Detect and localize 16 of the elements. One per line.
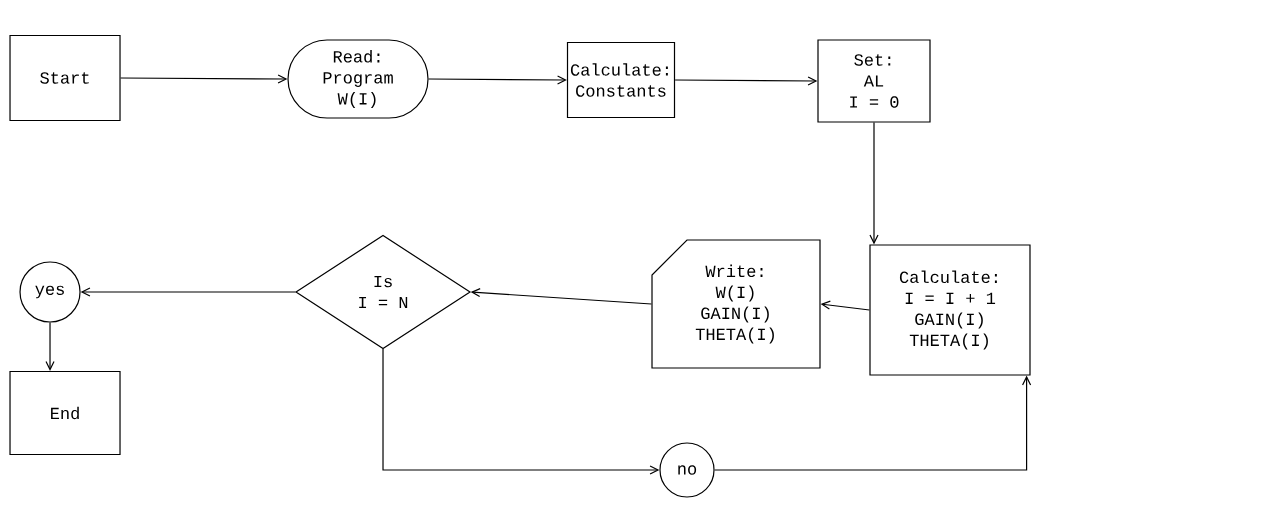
process-box: Calculate: Constants xyxy=(566,41,676,119)
arrow xyxy=(45,322,55,371)
input-box: Read: Program W(I) xyxy=(287,39,429,119)
process-box: Start xyxy=(9,34,121,122)
arrow xyxy=(470,288,652,305)
arrow xyxy=(820,300,870,311)
process-box: End xyxy=(9,370,121,456)
arrow xyxy=(382,348,660,475)
arrow xyxy=(80,287,296,297)
arrow xyxy=(714,375,1032,471)
process-box: Set: AL I = 0 xyxy=(817,39,931,123)
arrow xyxy=(120,74,288,84)
arrow xyxy=(428,75,567,85)
process-box: Calculate: I = I + 1 GAIN(I) THETA(I) xyxy=(869,244,1031,376)
arrow xyxy=(674,76,818,86)
arrow xyxy=(869,122,879,245)
